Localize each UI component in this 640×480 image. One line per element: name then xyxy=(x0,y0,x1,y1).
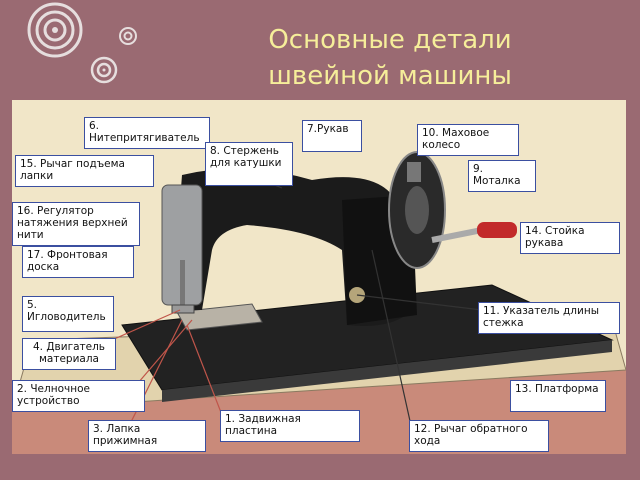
sliding-plate xyxy=(176,303,263,331)
sewing-machine-illustration: 6. Нитепритягиватель 7.Рукав 10. Маховое… xyxy=(12,100,626,454)
crank-handle xyxy=(477,222,517,238)
label-tension-regulator: 16. Регулятор натяжения верхней нити xyxy=(12,202,140,246)
bobbin-winder xyxy=(407,162,421,182)
label-thread-take-up-lever: 6. Нитепритягиватель xyxy=(84,117,210,149)
label-stitch-length: 11. Указатель длины стежка xyxy=(478,302,620,334)
spiral-medium xyxy=(90,56,118,84)
pointer-12 xyxy=(371,249,413,431)
label-presser-foot-lever: 15. Рычаг подъема лапки xyxy=(15,155,154,187)
pointer-11 xyxy=(356,294,483,311)
platform-side xyxy=(162,340,612,402)
label-shuttle: 2. Челночное устройство xyxy=(12,380,145,412)
pointer-1 xyxy=(186,324,223,416)
label-sliding-plate: 1. Задвижная пластина xyxy=(220,410,360,442)
label-reverse-lever: 12. Рычаг обратного хода xyxy=(409,420,549,452)
label-bobbin-winder: 9. Моталка xyxy=(468,160,536,192)
label-handwheel: 10. Маховое колесо xyxy=(417,124,519,156)
page-title: Основные детали швейной машины xyxy=(200,22,580,94)
pointer-2 xyxy=(131,319,193,391)
sewing-machine-drawing xyxy=(12,151,626,454)
handwheel-hub xyxy=(405,186,429,234)
spiral-large xyxy=(27,2,83,58)
label-feed-dog: 4. Двигатель материала xyxy=(22,338,116,370)
label-presser-foot: 3. Лапка прижимная xyxy=(88,420,206,452)
label-arm-pillar: 14. Стойка рукава xyxy=(520,222,620,254)
pointer-4 xyxy=(111,309,181,341)
label-needle-bar: 5. Игловодитель xyxy=(22,296,114,332)
crank-arm xyxy=(431,227,483,243)
presser-foot xyxy=(171,304,195,314)
label-arm: 7.Рукав xyxy=(302,120,362,152)
label-spool-pin: 8. Стержень для катушки xyxy=(205,142,293,186)
title-line-1: Основные детали xyxy=(268,25,512,55)
title-line-2: швейной машины xyxy=(268,61,512,91)
needle-bar xyxy=(180,260,185,310)
label-front-plate: 17. Фронтовая доска xyxy=(22,246,134,278)
label-platform: 13. Платформа xyxy=(510,380,606,412)
decorative-circles xyxy=(27,2,137,84)
spiral-small xyxy=(119,27,137,45)
